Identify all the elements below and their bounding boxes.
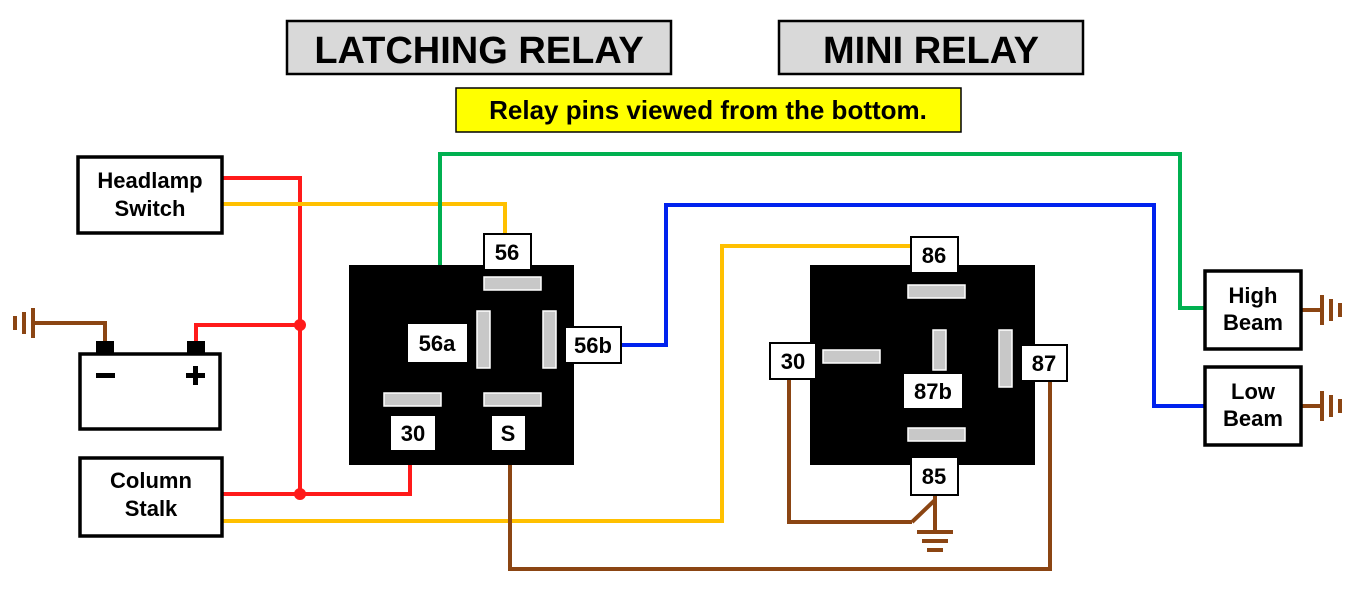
svg-text:High: High	[1229, 283, 1278, 308]
relay-blade	[907, 427, 966, 442]
relay-blade	[998, 329, 1013, 388]
battery-negative-sign	[96, 373, 115, 378]
svg-text:86: 86	[922, 243, 946, 268]
svg-text:85: 85	[922, 464, 946, 489]
svg-text:Low: Low	[1231, 379, 1276, 404]
latching-pin-30: 30	[389, 414, 437, 452]
svg-text:Stalk: Stalk	[125, 496, 178, 521]
svg-text:LATCHING RELAY: LATCHING RELAY	[314, 30, 643, 72]
svg-text:S: S	[501, 421, 516, 446]
relay-blade	[483, 276, 542, 291]
ground-icon	[13, 308, 35, 338]
latching-pin-56a: 56a	[406, 322, 469, 364]
ground-icon	[1320, 391, 1342, 421]
red-wire-switch-feed	[222, 176, 302, 494]
blue-wire-56b-to-low-beam	[621, 203, 1205, 408]
battery-positive-sign-v	[193, 366, 198, 385]
orientation-note: Relay pins viewed from the bottom.	[455, 87, 962, 133]
red-junction-dot-top	[294, 319, 306, 331]
brown-wire-85-to-ground	[910, 495, 937, 530]
wires	[33, 152, 1322, 571]
column-stalk: Column Stalk	[78, 456, 224, 538]
high-beam: High Beam	[1203, 269, 1303, 351]
yellow-wire-stalk-to-pin86	[222, 244, 912, 523]
relay-blade	[907, 284, 966, 299]
brown-wire-battery-ground	[33, 321, 107, 348]
latching-relay-title: LATCHING RELAY	[285, 19, 673, 76]
svg-text:Headlamp: Headlamp	[97, 168, 202, 193]
ground-icon	[1320, 295, 1342, 325]
red-wire-battery-positive	[194, 323, 300, 348]
green-wire-56a-to-high-beam	[438, 152, 1205, 322]
svg-text:Beam: Beam	[1223, 406, 1283, 431]
latching-relay	[349, 265, 574, 465]
battery	[78, 341, 222, 431]
yellow-wire-switch-to-pin56	[222, 202, 507, 234]
svg-text:MINI RELAY: MINI RELAY	[823, 30, 1039, 72]
relay-blade	[932, 329, 947, 371]
svg-text:56: 56	[495, 240, 519, 265]
svg-text:Switch: Switch	[115, 196, 186, 221]
mini-relay	[810, 265, 1035, 465]
svg-text:87b: 87b	[914, 379, 952, 404]
relay-blade	[822, 349, 881, 364]
svg-text:Relay pins viewed from the bot: Relay pins viewed from the bottom.	[489, 95, 927, 125]
mini-pin-87b: 87b	[902, 372, 964, 410]
red-junction-dot-bottom	[294, 488, 306, 500]
relay-blade	[383, 392, 442, 407]
headlamp-switch: Headlamp Switch	[76, 155, 224, 235]
low-beam: Low Beam	[1203, 365, 1303, 447]
mini-pin-87: 87	[1020, 344, 1068, 382]
mini-pin-30: 30	[769, 342, 817, 380]
mini-pin-85: 85	[910, 456, 959, 496]
svg-text:56b: 56b	[574, 333, 612, 358]
mini-relay-title: MINI RELAY	[777, 19, 1085, 76]
ground-icon	[917, 530, 953, 552]
relay-blade	[476, 310, 491, 369]
svg-text:Beam: Beam	[1223, 310, 1283, 335]
svg-text:30: 30	[781, 349, 805, 374]
latching-pin-56: 56	[483, 233, 532, 271]
latching-pin-56b: 56b	[564, 326, 622, 364]
svg-text:87: 87	[1032, 351, 1056, 376]
latching-pin-s: S	[490, 414, 527, 452]
svg-text:Column: Column	[110, 468, 192, 493]
brown-wire-s-to-87	[508, 380, 1052, 571]
svg-text:30: 30	[401, 421, 425, 446]
brown-wire-30-to-ground	[787, 378, 912, 524]
relay-blade	[542, 310, 557, 369]
mini-pin-86: 86	[910, 236, 959, 274]
relay-blade	[483, 392, 542, 407]
svg-text:56a: 56a	[419, 331, 456, 356]
